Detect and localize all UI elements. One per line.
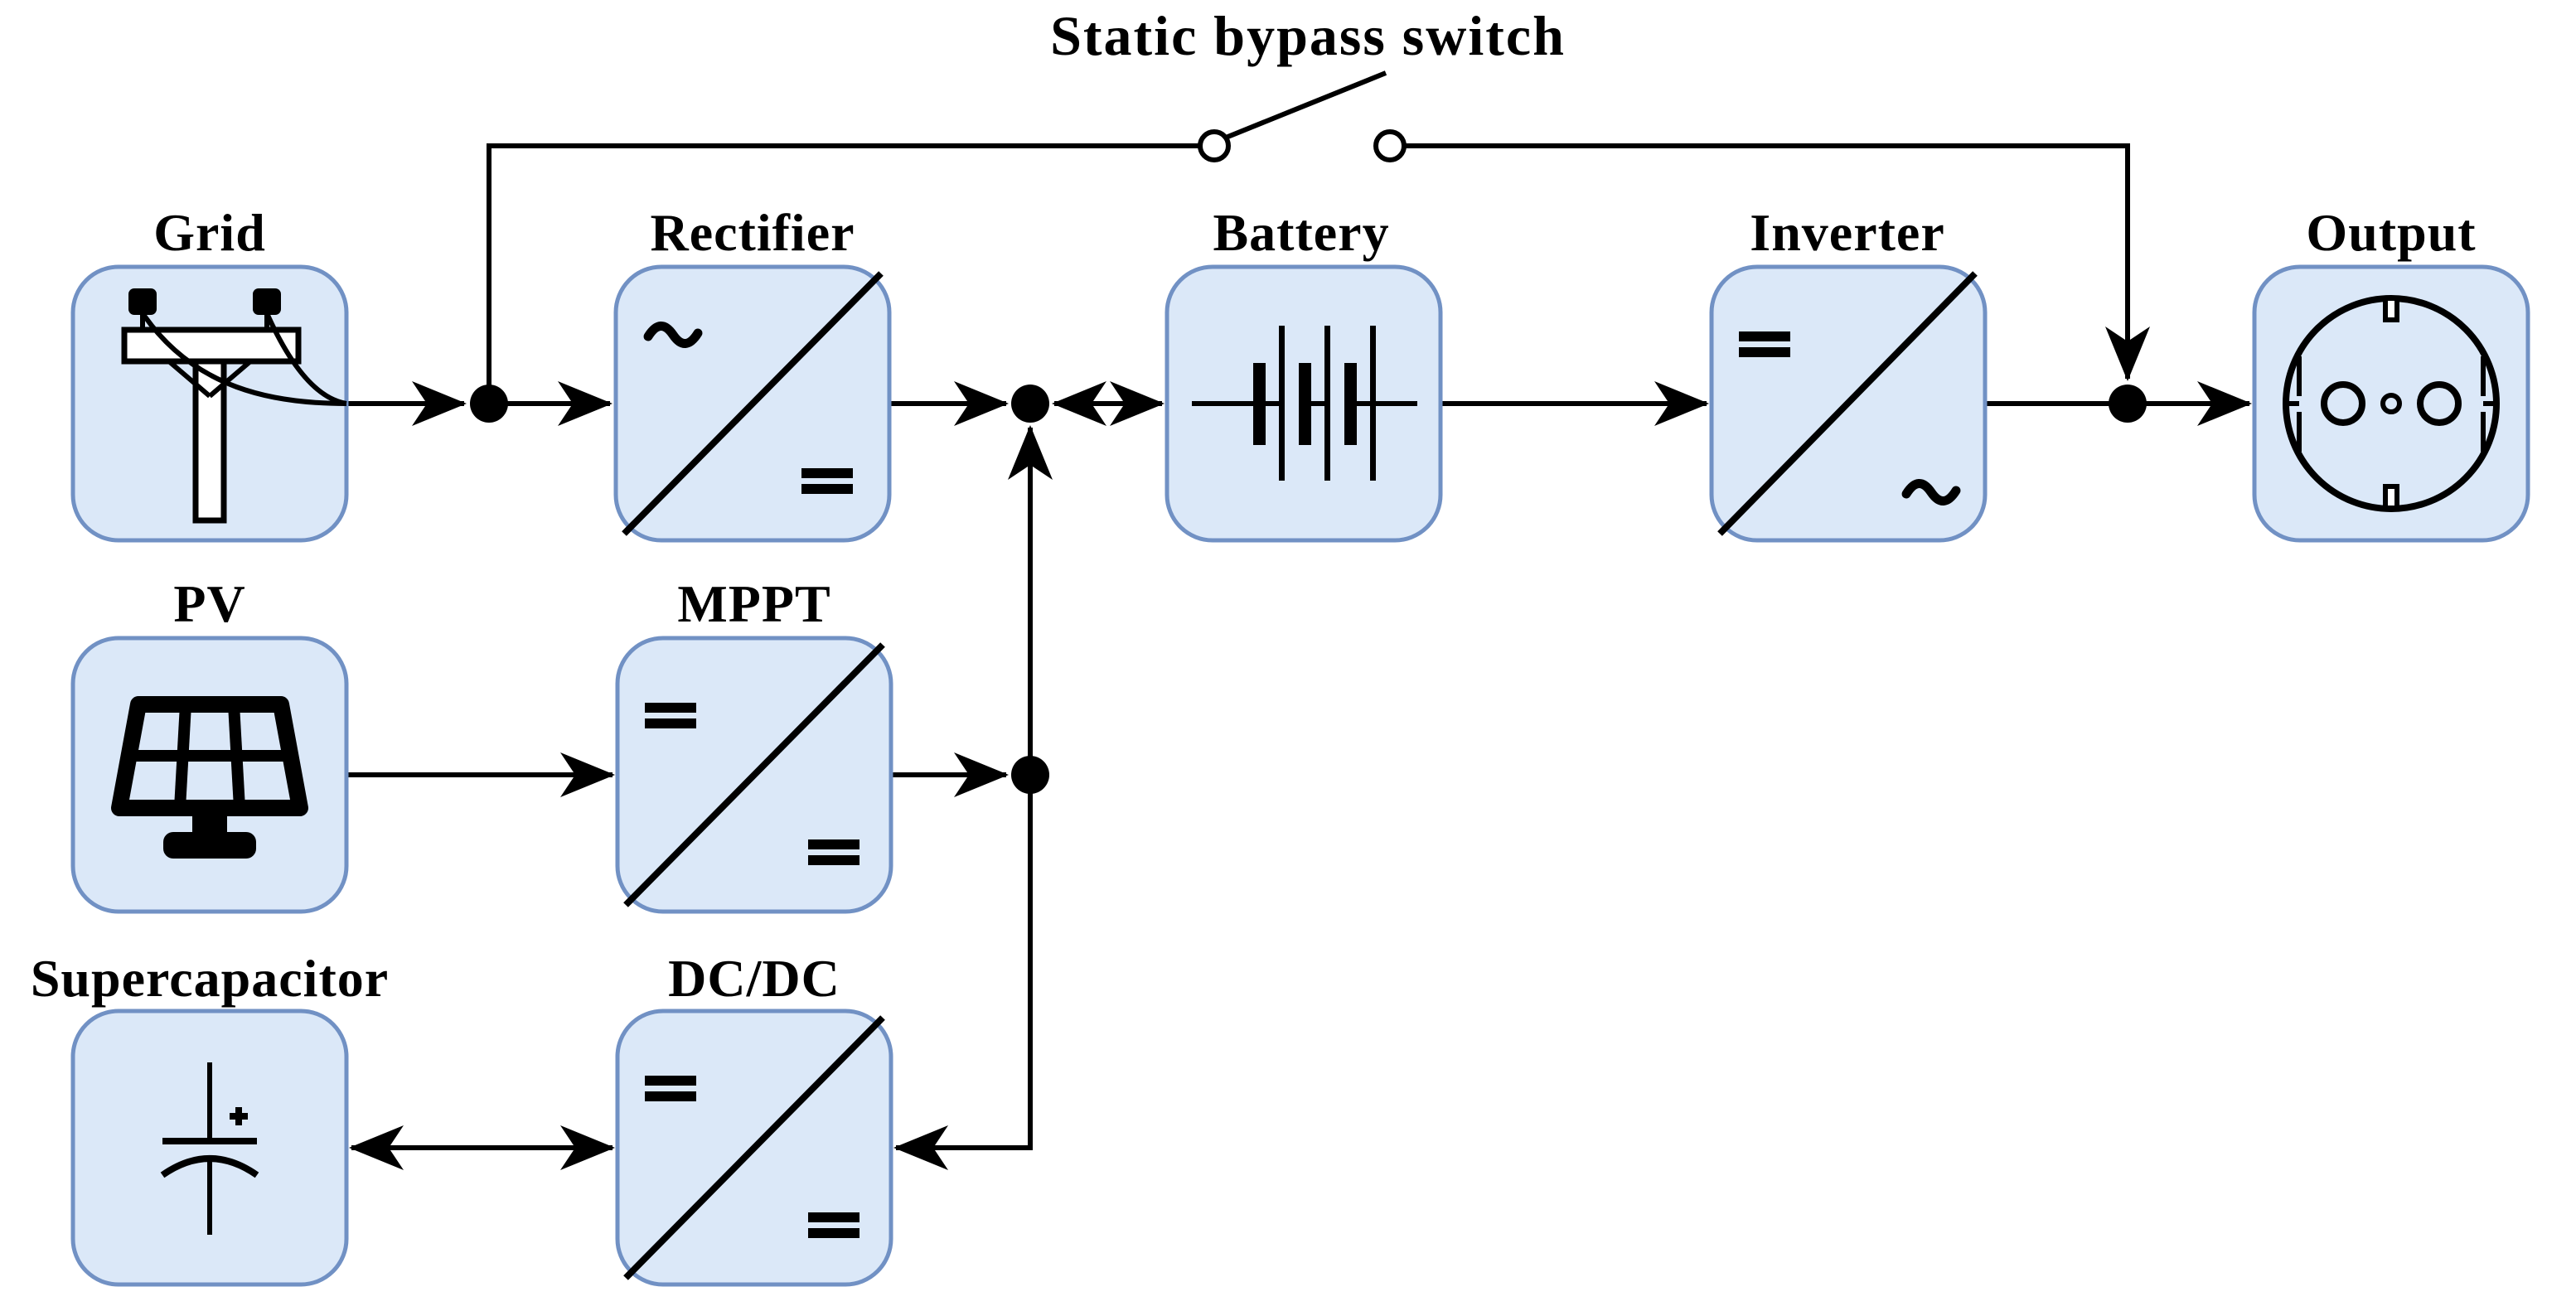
ac-dc-converter-icon — [622, 271, 884, 536]
static-bypass-switch: Static bypass switch — [1050, 4, 1566, 162]
mppt-label: MPPT — [677, 574, 830, 633]
supercapacitor-block: Supercapacitor — [31, 949, 389, 1287]
inverter-block: Inverter — [1709, 203, 1988, 543]
wire-bus-down-to-dcdc — [893, 775, 1033, 1170]
solar-panel-icon — [111, 696, 308, 859]
junction-grid-bypass — [470, 385, 508, 423]
schuko-socket-icon — [2283, 295, 2500, 512]
output-label: Output — [2306, 203, 2476, 262]
wires — [346, 143, 2252, 1170]
utility-pole-icon — [121, 288, 347, 524]
static-bypass-switch-label: Static bypass switch — [1050, 4, 1566, 67]
switch-terminal-right — [1373, 129, 1407, 162]
junction-dc-bus-top — [1011, 385, 1049, 423]
rectifier-label: Rectifier — [650, 203, 855, 262]
output-block: Output — [2252, 203, 2530, 543]
pv-label: PV — [173, 574, 245, 633]
pv-block: PV — [70, 574, 349, 914]
dc-dc-converter-icon-dcdc — [623, 1015, 885, 1280]
battery-label: Battery — [1213, 203, 1389, 262]
supercapacitor-box — [70, 1009, 349, 1287]
battery-cells-icon — [1192, 326, 1417, 481]
junction-dc-bus-mid — [1011, 756, 1049, 794]
grid-block: Grid — [70, 203, 349, 543]
inverter-label: Inverter — [1750, 203, 1944, 262]
dc-ac-converter-icon — [1717, 271, 1978, 536]
dc-dc-converter-icon-mppt — [623, 642, 885, 907]
supercapacitor-label: Supercapacitor — [31, 949, 389, 1008]
rectifier-block: Rectifier — [613, 203, 892, 543]
polarized-capacitor-icon — [160, 1062, 259, 1235]
battery-block: Battery — [1165, 203, 1443, 543]
dcdc-block: DC/DC — [615, 949, 893, 1287]
switch-terminal-left — [1198, 129, 1231, 162]
junction-dots — [470, 385, 2147, 794]
output-box — [2252, 264, 2530, 543]
grid-label: Grid — [153, 203, 266, 262]
switch-lever — [1224, 70, 1387, 140]
wire-bypass-right — [1404, 143, 2150, 381]
junction-output — [2109, 385, 2147, 423]
wire-bypass-left — [487, 143, 1200, 404]
mppt-block: MPPT — [615, 574, 893, 914]
dcdc-label: DC/DC — [668, 949, 840, 1008]
